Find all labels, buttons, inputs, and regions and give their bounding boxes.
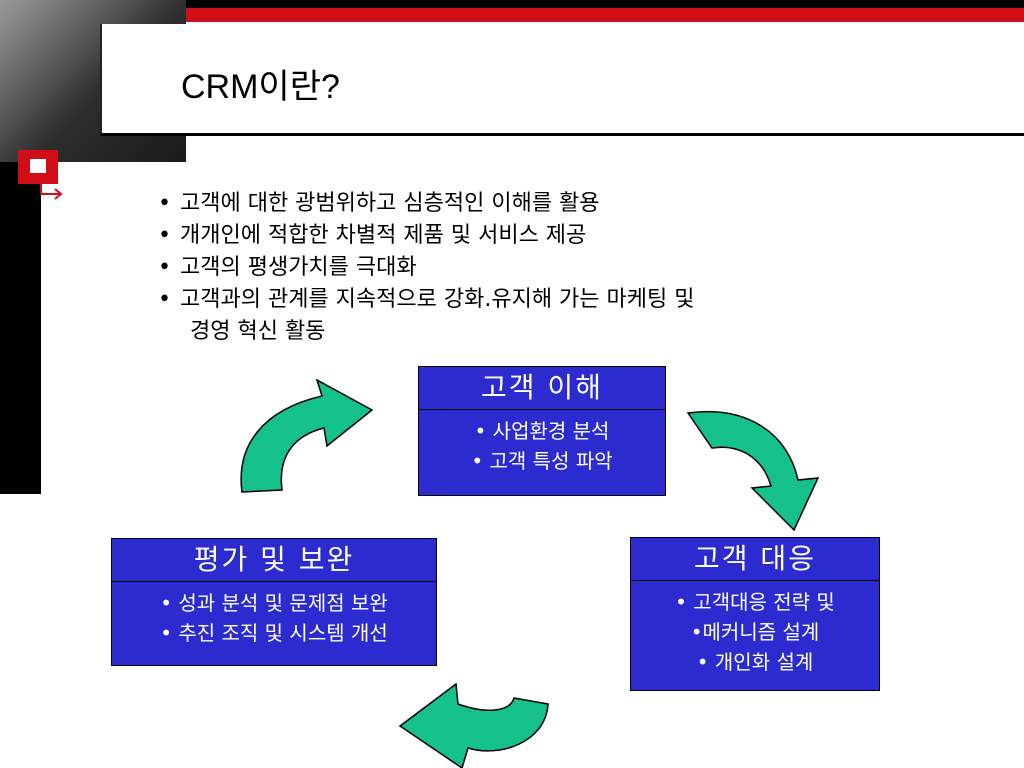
stage-item: • 성과 분석 및 문제점 보완 xyxy=(160,591,388,615)
decorative-top-red-bar xyxy=(186,8,1024,22)
stage-title: 고객 이해 xyxy=(419,367,665,410)
stage-box-response: 고객 대응 • 고객대응 전략 및 •메커니즘 설계 • 개인화 설계 xyxy=(630,537,880,691)
stage-item: • 개인화 설계 xyxy=(696,650,814,674)
stage-item: • 사업환경 분석 xyxy=(474,419,610,443)
stage-box-evaluation: 평가 및 보완 • 성과 분석 및 문제점 보완 • 추진 조직 및 시스템 개… xyxy=(111,538,437,666)
stage-item: • 고객 특성 파악 xyxy=(471,449,613,473)
return-arrow-icon xyxy=(40,182,63,200)
bullet-item: •고객의 평생가치를 극대화 xyxy=(158,255,417,280)
bullet-item: •고객과의 관계를 지속적으로 강화.유지해 가는 마케팅 및 xyxy=(158,287,695,312)
decorative-top-line xyxy=(186,0,1024,8)
stage-title: 고객 대응 xyxy=(631,538,879,581)
title-panel: CRM이란? xyxy=(100,24,1024,136)
bullet-item: •개개인에 적합한 차별적 제품 및 서비스 제공 xyxy=(158,223,587,248)
bullet-continuation: 경영 혁신 활동 xyxy=(190,319,326,344)
stage-box-understanding: 고객 이해 • 사업환경 분석 • 고객 특성 파악 xyxy=(418,366,666,496)
curved-arrow-icon xyxy=(398,682,549,768)
square-icon xyxy=(18,150,58,184)
stage-item: • 추진 조직 및 시스템 개선 xyxy=(160,621,388,645)
stage-item: •메커니즘 설계 xyxy=(690,620,820,644)
stage-title: 평가 및 보완 xyxy=(112,539,436,582)
curved-arrow-icon xyxy=(686,411,820,532)
bullet-item: •고객에 대한 광범위하고 심층적인 이해를 활용 xyxy=(158,191,600,216)
curved-arrow-icon xyxy=(240,378,374,493)
slide-title: CRM이란? xyxy=(181,68,340,106)
decorative-left-bar xyxy=(0,162,41,494)
stage-item: • 고객대응 전략 및 xyxy=(675,590,835,614)
bullet-list: •고객에 대한 광범위하고 심층적인 이해를 활용 •개개인에 적합한 차별적 … xyxy=(158,188,694,348)
